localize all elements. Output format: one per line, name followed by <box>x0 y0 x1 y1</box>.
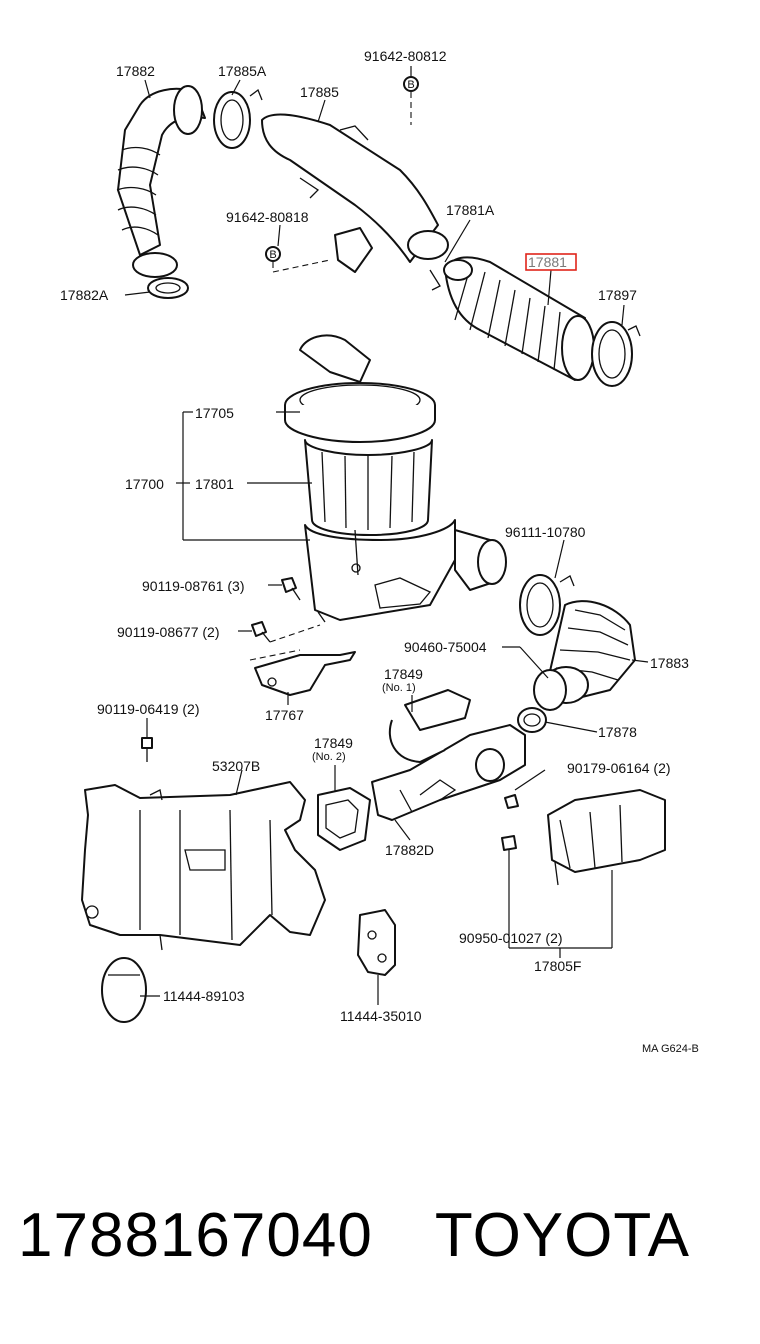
bolt-mark: B <box>407 79 414 91</box>
clamp-90460-75004 <box>533 669 567 711</box>
label-17767: 17767 <box>265 707 304 723</box>
leader-lines <box>124 79 649 997</box>
grommet-90950-01027 <box>501 835 517 928</box>
tube-17885 <box>261 113 449 273</box>
bolt-90119-06419 <box>141 718 153 762</box>
shield-53207B <box>81 781 326 951</box>
bracket-17767 <box>249 649 356 705</box>
hose-17881 <box>429 256 595 381</box>
label-17805F: 17805F <box>534 958 581 974</box>
label-17883: 17883 <box>650 655 689 671</box>
label-91642-80818: 91642-80818 <box>226 209 309 225</box>
label-17881: 17881 <box>528 254 567 270</box>
label-11444-35010: 11444-35010 <box>340 1008 422 1024</box>
label-17705: 17705 <box>195 405 234 421</box>
air-cleaner-17700 <box>284 334 507 623</box>
label-17885A: 17885A <box>218 63 267 79</box>
label-17885: 17885 <box>300 84 339 100</box>
clamp-17885A <box>213 88 263 149</box>
ring-17878 <box>517 707 547 733</box>
label-17849-no1: 17849 <box>384 666 423 682</box>
label-90179-06164: 90179-06164 (2) <box>567 760 671 776</box>
brand-name: TOYOTA <box>434 1201 691 1270</box>
clamp-96111-10780 <box>519 574 575 636</box>
label-90950-01027: 90950-01027 (2) <box>459 930 563 946</box>
label-17897: 17897 <box>598 287 637 303</box>
label-91642-80812: 91642-80812 <box>364 48 447 64</box>
label-96111-10780: 96111-10780 <box>505 524 586 540</box>
label-90119-06419: 90119-06419 (2) <box>97 701 199 717</box>
bracket-17700 <box>176 411 312 541</box>
label-17881A: 17881A <box>446 202 495 218</box>
highlight-box-17881 <box>525 253 577 271</box>
grommet-90179-06164 <box>504 769 546 809</box>
label-17882A: 17882A <box>60 287 109 303</box>
plate-11444-35010 <box>357 909 396 1005</box>
pad-17849-1 <box>388 689 471 763</box>
caption: 1788167040 TOYOTA <box>18 1200 748 1271</box>
part-number: 1788167040 <box>18 1201 373 1270</box>
label-17700: 17700 <box>125 476 164 492</box>
bolt-mark: B <box>269 249 276 261</box>
label-53207B: 53207B <box>212 758 260 774</box>
reference-code: MA G624-B <box>642 1043 699 1055</box>
label-17849-no2: 17849 <box>314 735 353 751</box>
hose-17882 <box>116 85 206 278</box>
bolt-91642-80812: B <box>403 66 419 125</box>
label-17882D: 17882D <box>385 842 434 858</box>
label-17849-no1-sub: (No. 1) <box>382 682 416 694</box>
label-17849-no2-sub: (No. 2) <box>312 751 346 763</box>
label-17882: 17882 <box>116 63 155 79</box>
label-11444-89103: 11444-89103 <box>163 988 245 1004</box>
cap-11444-89103 <box>101 957 147 1023</box>
pad-17849-2 <box>317 787 371 851</box>
part-labels: 17882 17885A 91642-80812 17885 17881A 91… <box>60 48 699 1055</box>
label-17878: 17878 <box>598 724 637 740</box>
clamp-17882A <box>147 277 189 299</box>
label-90460-75004: 90460-75004 <box>404 639 487 655</box>
label-17801: 17801 <box>195 476 234 492</box>
label-90119-08761: 90119-08761 (3) <box>142 578 244 594</box>
resonator-17805F <box>547 789 666 886</box>
clamp-17897 <box>591 321 641 387</box>
label-90119-08677: 90119-08677 (2) <box>117 624 219 640</box>
bolt-90119-08677 <box>238 621 321 643</box>
parts-diagram: B B <box>60 48 699 1055</box>
duct-17882D <box>371 724 526 821</box>
bolt-91642-80818: B <box>265 246 331 273</box>
bolt-90119-08761 <box>268 577 301 601</box>
